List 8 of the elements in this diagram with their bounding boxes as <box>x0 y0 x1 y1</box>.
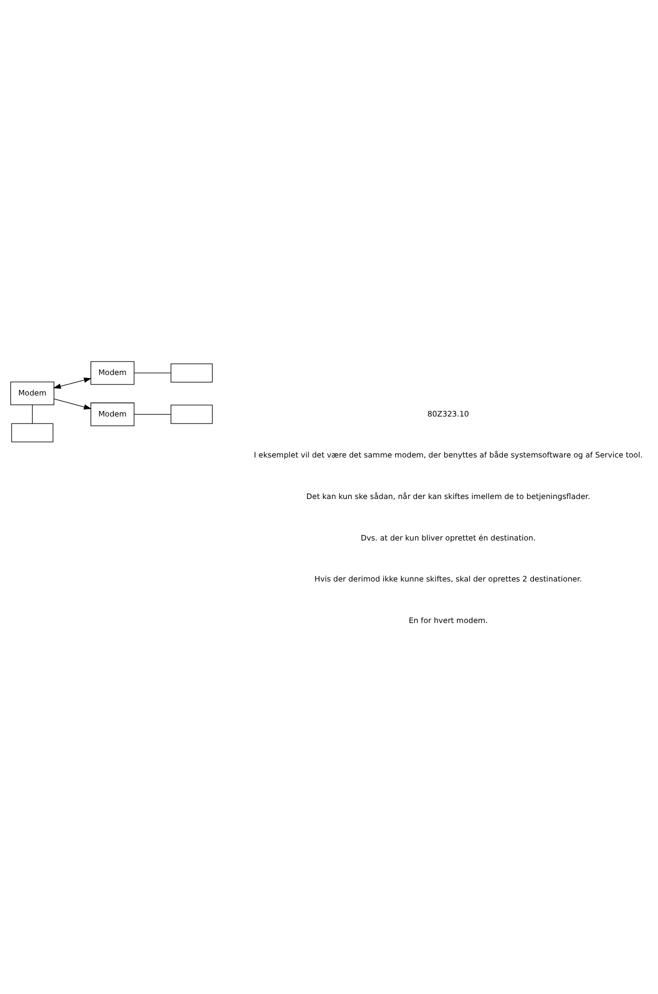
connector <box>32 404 33 424</box>
node-box <box>11 423 54 442</box>
connector <box>134 414 172 415</box>
connector <box>134 372 172 374</box>
arrow <box>54 398 92 410</box>
arrow <box>53 378 92 389</box>
node-box <box>170 363 213 383</box>
node-box <box>170 404 213 424</box>
